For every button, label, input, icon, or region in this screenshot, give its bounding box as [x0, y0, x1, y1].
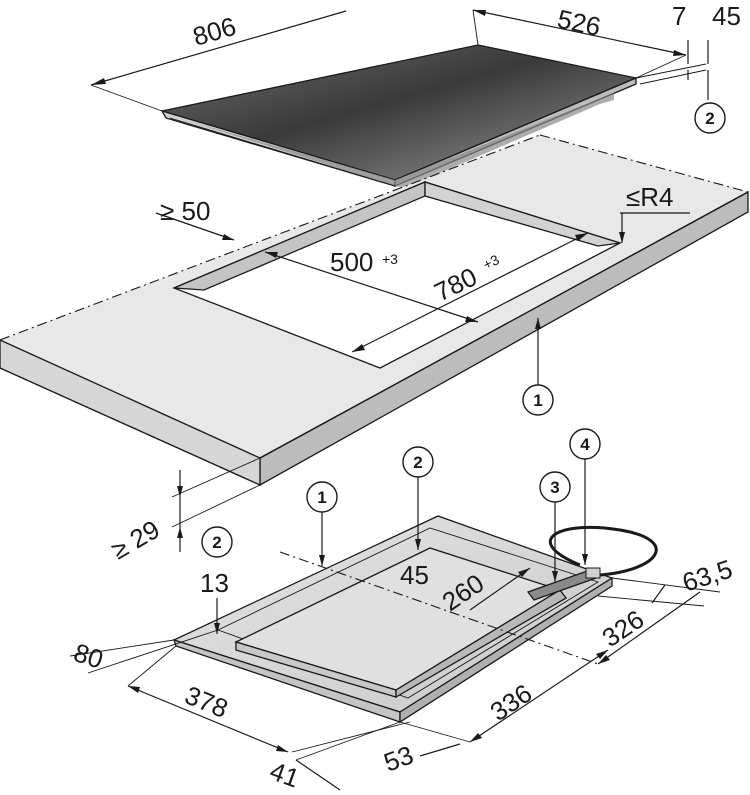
svg-text:4: 4	[580, 435, 590, 454]
svg-text:1: 1	[317, 488, 326, 507]
dim-41: 41	[266, 721, 401, 794]
dim-326-label: 326	[597, 604, 650, 653]
dim-326: 326	[597, 591, 701, 665]
dim-80: 80	[69, 629, 219, 675]
svg-text:2: 2	[705, 109, 714, 128]
dim-r4: ≤R4	[619, 182, 690, 243]
dim-45-top-label: 45	[712, 1, 741, 31]
callout-1-worktop: 1	[522, 318, 554, 416]
dim-806-label: 806	[189, 11, 239, 52]
dim-63-5-label: 63,5	[679, 554, 736, 598]
callout-2-bottom-a: 2	[402, 446, 434, 550]
dim-50-label: ≥ 50	[160, 196, 210, 226]
dim-500-tol: +3	[382, 251, 398, 267]
worktop	[0, 134, 749, 487]
svg-text:1: 1	[533, 391, 542, 410]
dim-500: 500 +3	[264, 247, 479, 323]
dim-63-5: 63,5	[597, 554, 736, 607]
svg-text:2: 2	[413, 453, 422, 472]
dim-50: ≥ 50	[155, 196, 235, 241]
callout-3: 3	[539, 471, 571, 582]
hob-bottom	[172, 515, 658, 724]
svg-text:2: 2	[212, 533, 221, 552]
dim-526: 526	[472, 4, 687, 79]
callout-2-bottom-b: 2	[201, 526, 233, 634]
dim-336-label: 336	[485, 678, 538, 727]
dim-7-45: 7 45	[635, 1, 741, 100]
dim-13-label: 13	[200, 568, 229, 598]
dim-29-label: ≥ 29	[106, 514, 165, 565]
dim-7-label: 7	[672, 1, 686, 31]
callout-1-bottom: 1	[306, 481, 338, 566]
callout-2-top: 2	[694, 102, 726, 134]
dim-53-label: 53	[380, 740, 417, 778]
dim-500-label: 500	[330, 247, 373, 277]
callout-4: 4	[569, 428, 601, 565]
dim-45-bottom-label: 45	[400, 560, 429, 590]
dim-526-label: 526	[555, 4, 604, 42]
svg-text:3: 3	[550, 478, 559, 497]
dim-378-label: 378	[181, 680, 232, 724]
centerline	[279, 551, 599, 665]
hob-glass-top	[160, 44, 639, 188]
dim-780-tol: +3	[480, 251, 502, 272]
dim-r4-label: ≤R4	[626, 182, 674, 212]
